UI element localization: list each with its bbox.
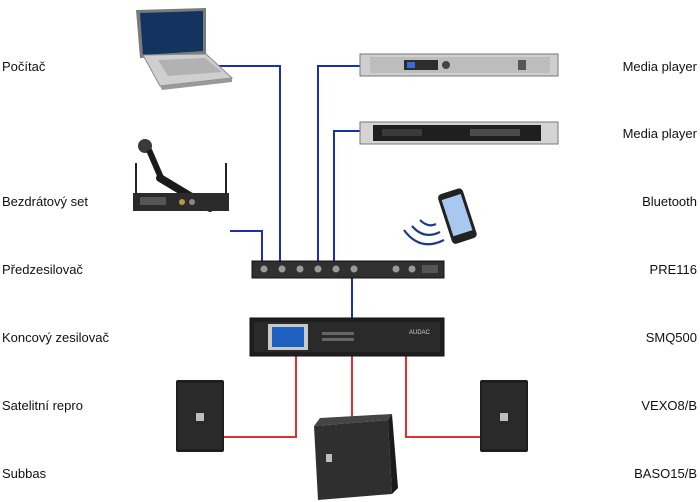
subwoofer-speaker xyxy=(314,414,398,500)
label-power-amp: Koncový zesilovač xyxy=(2,330,109,345)
smartphone-icon xyxy=(438,188,477,244)
right-satellite-speaker xyxy=(480,380,528,452)
signal-wires xyxy=(200,65,360,318)
label-preamp: Předzesilovač xyxy=(2,262,83,277)
label-satellite-model: VEXO8/B xyxy=(641,398,697,413)
media-player-2 xyxy=(359,121,559,145)
laptop-icon xyxy=(136,8,234,90)
amp-brand-text: AUDAC xyxy=(409,330,431,336)
speaker-wires xyxy=(224,356,480,438)
power-amp-device: AUDAC xyxy=(249,317,445,357)
bluetooth-waves-icon xyxy=(403,219,445,246)
label-preamp-model: PRE116 xyxy=(649,262,697,277)
left-satellite-speaker xyxy=(176,380,224,452)
label-media-player-1: Media player xyxy=(622,59,697,74)
label-satellite: Satelitní repro xyxy=(2,398,83,413)
wire-media2-to-preamp xyxy=(333,130,360,262)
label-computer: Počítač xyxy=(2,59,46,74)
wire-amp-to-right-satellite xyxy=(405,356,480,438)
media-player-1 xyxy=(359,53,559,77)
preamp-device xyxy=(251,260,445,279)
label-media-player-2: Media player xyxy=(622,126,697,141)
wire-amp-to-left-satellite xyxy=(224,356,297,438)
label-wireless-set: Bezdrátový set xyxy=(2,194,88,209)
wireless-mic-icon xyxy=(133,139,229,212)
label-amp-model: SMQ500 xyxy=(645,330,697,345)
wire-computer-to-preamp xyxy=(200,65,281,262)
wire-media1-to-preamp xyxy=(317,65,360,262)
label-subwoofer: Subbas xyxy=(2,466,47,481)
label-sub-model: BASO15/B xyxy=(634,466,697,481)
wire-wireless-to-preamp xyxy=(230,230,263,262)
label-bluetooth: Bluetooth xyxy=(642,194,697,209)
